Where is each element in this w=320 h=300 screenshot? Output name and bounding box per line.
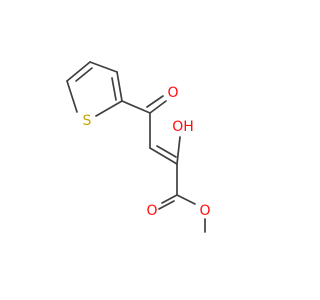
ketone-oxygen-label: O bbox=[167, 85, 178, 101]
bond-ester-co bbox=[161, 194, 178, 204]
bond-c5-s bbox=[95, 100, 123, 117]
hydroxyl-label: OH bbox=[172, 119, 194, 135]
thiophene-ring bbox=[66, 61, 123, 117]
bond-c2-c3-inner bbox=[75, 67, 93, 82]
bond-ketone-co-double bbox=[146, 95, 164, 108]
carbon-chain bbox=[121, 95, 206, 233]
molecule-structure: S O OH O O bbox=[66, 61, 211, 233]
bond-ketone-co bbox=[149, 100, 167, 114]
bond-ester-c-o bbox=[176, 194, 196, 205]
ester-carbonyl-oxygen-label: O bbox=[146, 203, 157, 219]
bond-c4-c5-inner bbox=[111, 77, 117, 101]
bond-c4-c5 bbox=[116, 71, 123, 102]
bond-ring-carbonyl bbox=[121, 100, 151, 114]
sulfur-atom-label: S bbox=[83, 113, 92, 129]
bond-ester-co-double bbox=[158, 200, 175, 210]
bond-ch-c-double-inner bbox=[156, 145, 177, 158]
bond-s-c2 bbox=[66, 80, 78, 113]
bond-c-oh bbox=[176, 136, 181, 165]
ester-oxygen-label: O bbox=[199, 203, 210, 219]
bond-c3-c4 bbox=[89, 61, 118, 73]
atom-labels: S O OH O O bbox=[83, 85, 211, 219]
bond-c2-c3 bbox=[66, 61, 91, 82]
bond-ch-c-double bbox=[149, 147, 178, 165]
